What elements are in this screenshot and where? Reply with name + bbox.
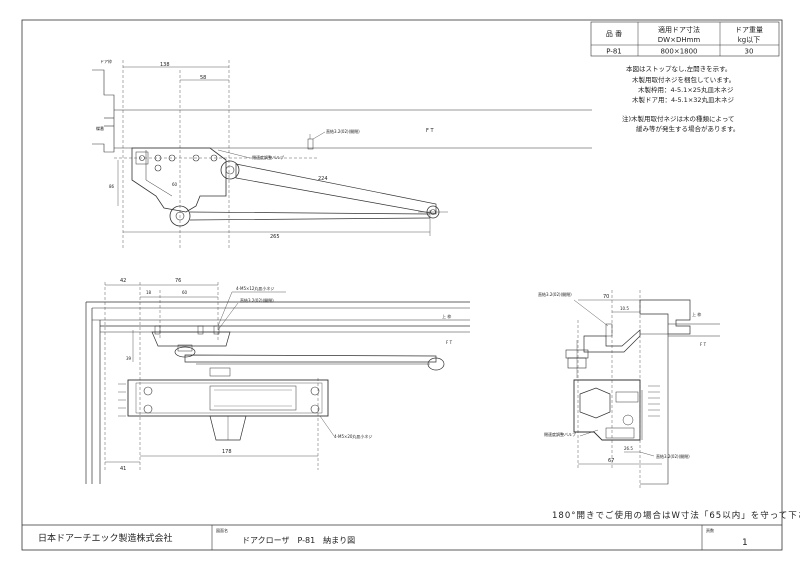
- note-line: 木製ドア用：4-5.1×32丸皿木ネジ: [632, 95, 735, 104]
- label-ft: F T: [700, 342, 707, 347]
- dim-41: 41: [120, 466, 126, 472]
- label-valve: 閉速度調整バルブ: [544, 431, 576, 437]
- note-line: 木製用取付ネジを梱包しています。: [632, 75, 735, 84]
- spec-value-weight: 30: [745, 48, 754, 56]
- label-ue: 上 枠: [442, 313, 451, 319]
- note-line: 木製枠用：4-5.1×25丸皿木ネジ: [638, 85, 734, 94]
- dim-76: 76: [175, 278, 181, 284]
- label-ft: F T: [446, 340, 453, 345]
- notes: 本図はストップなし,左開きを示す。 木製用取付ネジを梱包しています。 木製枠用：…: [622, 64, 739, 133]
- spec-subheader-weight: kg以下: [738, 36, 761, 44]
- dim-26-5: 26.5: [624, 446, 633, 451]
- dim-138: 138: [160, 62, 170, 68]
- dim-70: 70: [603, 294, 609, 300]
- label-screw-sub: 直結3.2(02)(開閉): [240, 297, 274, 303]
- label-frame-edge: ドア枠: [100, 58, 112, 64]
- title-block: 日本ドアーチエック製造株式会社 図面名 ドアクローザ P-81 納まり図 頁数 …: [22, 524, 782, 550]
- spec-value-part: P-81: [606, 48, 622, 56]
- label-screw-top: 4-M5×12丸皿小ネジ: [236, 285, 274, 291]
- label-screw-bottom: 4-M5×20丸皿小ネジ: [334, 433, 372, 439]
- spec-value-door-size: 800×1800: [660, 48, 697, 56]
- dim-67: 67: [608, 458, 614, 464]
- label-hinge: 蝶番: [96, 125, 104, 131]
- dim-86: 86: [109, 184, 115, 189]
- label-ue: 上 枠: [692, 311, 701, 317]
- label-screw: 直結3.2(02)(開閉): [538, 291, 572, 297]
- top-view: [92, 60, 592, 250]
- dim-224: 224: [318, 176, 328, 182]
- dim-10-5: 10.5: [620, 306, 629, 311]
- page-label: 頁数: [706, 527, 714, 533]
- dim-265: 265: [270, 234, 280, 240]
- dim-42: 42: [120, 278, 126, 284]
- dim-60: 60: [172, 182, 178, 187]
- top-view-labels: ドア枠 138 58 224 265 86 60 蝶番 F T 直結3.2(02…: [96, 58, 434, 240]
- dim-18: 18: [146, 290, 152, 295]
- spec-subheader-door-size: DW×DHmm: [658, 36, 701, 44]
- dim-60: 60: [182, 290, 188, 295]
- company-name: 日本ドアーチエック製造株式会社: [38, 532, 172, 544]
- drawing-name: ドアクローザ P-81 納まり図: [242, 535, 355, 545]
- label-screw: 直結3.2(02)(開閉): [326, 128, 360, 134]
- spec-header-part: 品 番: [606, 30, 622, 38]
- spec-table: 品 番 適用ドア寸法 DW×DHmm ドア重量 kg以下 P-81 800×18…: [590, 21, 780, 57]
- dim-178: 178: [222, 449, 232, 455]
- side-view: [565, 290, 720, 490]
- caution-line: 注)木製用取付ネジは木の種類によって: [622, 114, 735, 123]
- spec-header-door-size: 適用ドア寸法: [658, 25, 700, 34]
- dim-39: 39: [126, 356, 132, 361]
- spec-header-weight: ドア重量: [735, 26, 763, 34]
- caution-line: 緩み等が発生する場合があります。: [636, 124, 739, 133]
- note-line: 本図はストップなし,左開きを示す。: [626, 64, 731, 73]
- label-valve: 閉速度調整バルブ: [252, 154, 284, 160]
- label-ft: F T: [426, 128, 434, 134]
- front-view: [85, 282, 470, 484]
- front-view-labels: 42 76 18 60 178 41 39 4-M5×12丸皿小ネジ 直結3.2…: [120, 278, 453, 472]
- side-view-labels: 70 10.5 26.5 67 直結3.2(02)(開閉) 閉速度調整バルブ 直…: [538, 291, 707, 464]
- sheet-border: [21, 19, 783, 551]
- drawing-name-label: 図面名: [216, 527, 228, 533]
- page-number: 1: [742, 538, 748, 548]
- dim-58: 58: [200, 75, 206, 81]
- label-screw2: 直結3.2(02)(開閉): [656, 453, 690, 459]
- bottom-note: 180°開きでご使用の場合はW寸法「65以内」を守って下さい。: [552, 510, 800, 521]
